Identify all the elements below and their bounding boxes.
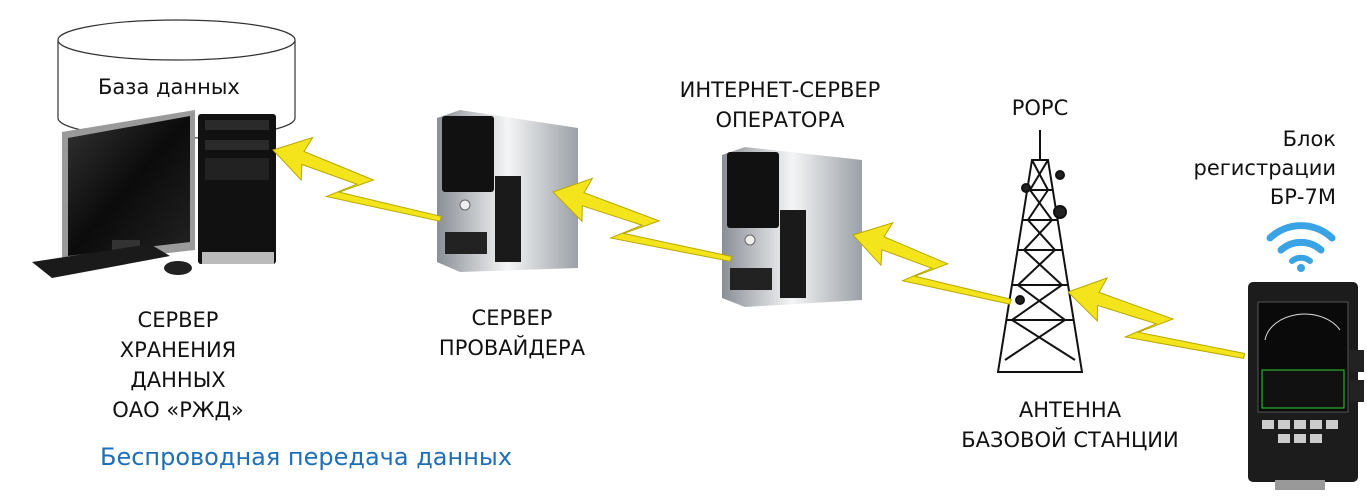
operator-server-label: ИНТЕРНЕТ-СЕРВЕР ОПЕРАТОРА — [660, 75, 900, 135]
lightning-arrow-icon — [852, 221, 1012, 305]
lightning-arrow-icon — [272, 136, 442, 222]
database-label: База данных — [98, 75, 240, 99]
label-line: регистрации — [1193, 156, 1337, 180]
radio-tower-icon — [996, 130, 1084, 373]
storage-server-label: СЕРВЕР ХРАНЕНИЯ ДАННЫХ ОАО «РЖД» — [88, 305, 268, 425]
provider-server-icon — [437, 110, 578, 272]
label-line: ИНТЕРНЕТ-СЕРВЕР — [679, 78, 881, 102]
label-line: БР-7М — [1269, 185, 1336, 209]
diagram-caption: Беспроводная передача данных — [100, 443, 513, 471]
label-line: ХРАНЕНИЯ — [119, 338, 237, 362]
workstation-icon — [32, 110, 276, 278]
lightning-arrow-icon — [1067, 277, 1246, 359]
operator-server-icon — [722, 147, 862, 307]
recorder-device-icon — [1248, 282, 1364, 490]
lightning-arrow-icon — [552, 177, 733, 262]
database-cylinder-icon — [57, 19, 296, 139]
label-line: БАЗОВОЙ СТАНЦИИ — [961, 428, 1179, 452]
label-line: Блок — [1282, 127, 1336, 151]
antenna-label: АНТЕННА БАЗОВОЙ СТАНЦИИ — [960, 395, 1180, 455]
tower-top-label: РОРС — [1011, 96, 1069, 120]
label-line: АНТЕННА — [1018, 398, 1122, 422]
label-line: ДАННЫХ — [130, 368, 226, 392]
label-line: СЕРВЕР — [471, 306, 553, 330]
wifi-icon — [1266, 222, 1336, 272]
provider-server-label: СЕРВЕР ПРОВАЙДЕРА — [432, 303, 592, 363]
device-label: Блок регистрации БР-7М — [1160, 125, 1337, 212]
label-line: ОПЕРАТОРА — [715, 108, 845, 132]
label-line: СЕРВЕР — [137, 308, 219, 332]
label-line: ПРОВАЙДЕРА — [438, 336, 586, 360]
label-line: ОАО «РЖД» — [112, 398, 244, 422]
